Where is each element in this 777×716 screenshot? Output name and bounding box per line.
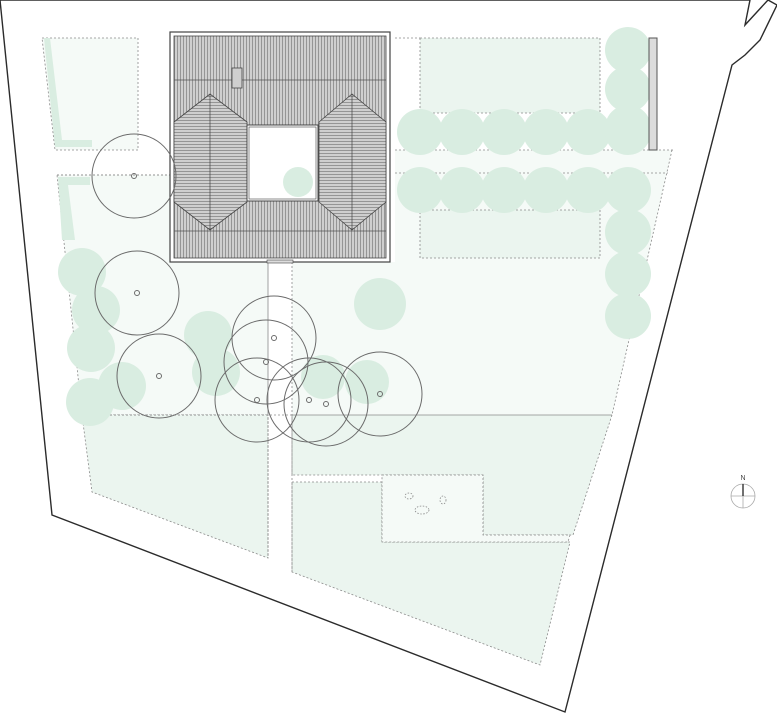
west-hedge-strip [58, 177, 90, 240]
trees [91, 133, 423, 447]
chimney [231, 67, 243, 89]
courtyard-house-roof [169, 31, 391, 264]
north-label: N [740, 475, 745, 482]
west-hip-roof [173, 93, 248, 231]
pond-bed [381, 474, 571, 543]
east-garden-wall [648, 37, 658, 151]
north-west-hedge [44, 38, 92, 147]
east-bed [419, 209, 601, 259]
east-hip-roof [318, 93, 387, 231]
courtyard-tree [283, 167, 313, 197]
pond-stones [404, 492, 447, 515]
north-east-bed [419, 37, 601, 114]
north-west-bed [41, 37, 139, 151]
north-arrow: N [730, 475, 756, 509]
hedges [58, 27, 651, 426]
